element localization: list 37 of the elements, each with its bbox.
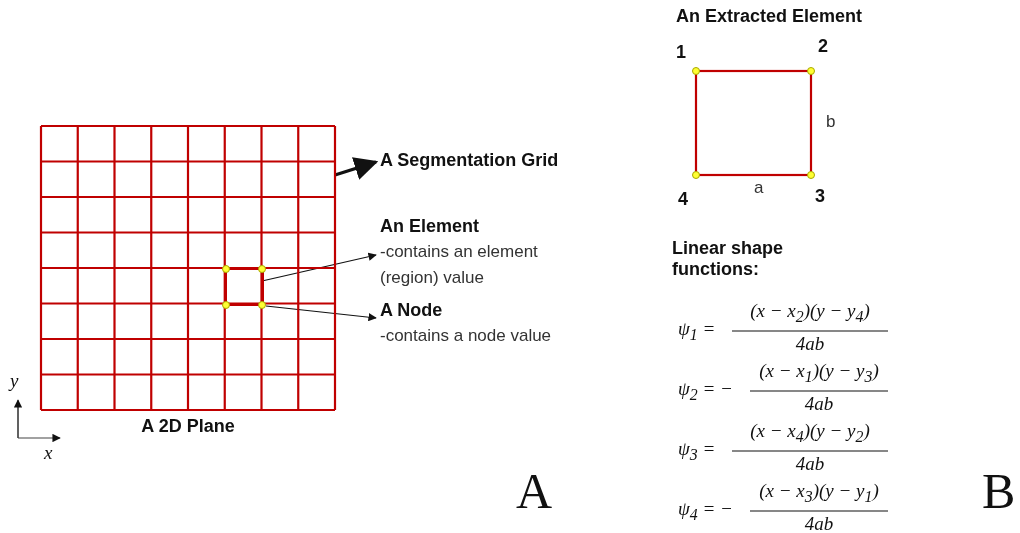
side-label: a	[754, 177, 764, 199]
panel-letter: A	[516, 462, 553, 520]
axis-label: y	[10, 370, 19, 392]
annotation-heading: An Element	[380, 216, 481, 237]
annotation-heading: A Node	[380, 300, 444, 321]
formula-lhs: ψ$_{3}$ =	[678, 438, 716, 464]
formula-numerator: (x − x$_{3}$)(y − y$_{1}$)	[758, 480, 880, 506]
formula-lhs: ψ$_{2}$ = −	[678, 378, 733, 404]
annotation-text: -contains a node value	[380, 325, 553, 347]
panel-letter: B	[982, 462, 1016, 520]
node-dot	[222, 301, 230, 309]
formula-denominator: 4ab	[794, 453, 826, 475]
formula-numerator: (x − x$_{1}$)(y − y$_{3}$)	[758, 360, 880, 386]
arrow	[265, 305, 377, 322]
axis-label: x	[44, 442, 53, 464]
formula-numerator: (x − x$_{4}$)(y − y$_{2}$)	[749, 420, 871, 446]
formula-denominator: 4ab	[803, 393, 835, 415]
formula-lhs: ψ$_{1}$ =	[678, 318, 716, 344]
side-label: b	[826, 111, 836, 133]
corner-number: 2	[818, 36, 828, 57]
panel-title: An Extracted Element	[676, 6, 863, 27]
node-dot	[222, 265, 230, 273]
corner-number: 4	[678, 189, 688, 210]
formula-denominator: 4ab	[794, 333, 826, 355]
arrow	[261, 252, 377, 282]
annotation-text: -contains an element (region) value	[380, 241, 539, 289]
corner-number: 3	[815, 186, 825, 207]
corner-number: 1	[676, 42, 686, 63]
arrow	[334, 157, 379, 180]
formula-numerator: (x − x$_{2}$)(y − y$_{4}$)	[749, 300, 871, 326]
formula-denominator: 4ab	[803, 513, 835, 533]
plane-caption: A 2D Plane	[140, 416, 236, 437]
node-dot	[258, 265, 266, 273]
node-dot	[258, 301, 266, 309]
section-heading: Linear shape functions:	[672, 238, 785, 280]
formula-lhs: ψ$_{4}$ = −	[678, 498, 733, 524]
annotation-heading: A Segmentation Grid	[380, 150, 560, 171]
